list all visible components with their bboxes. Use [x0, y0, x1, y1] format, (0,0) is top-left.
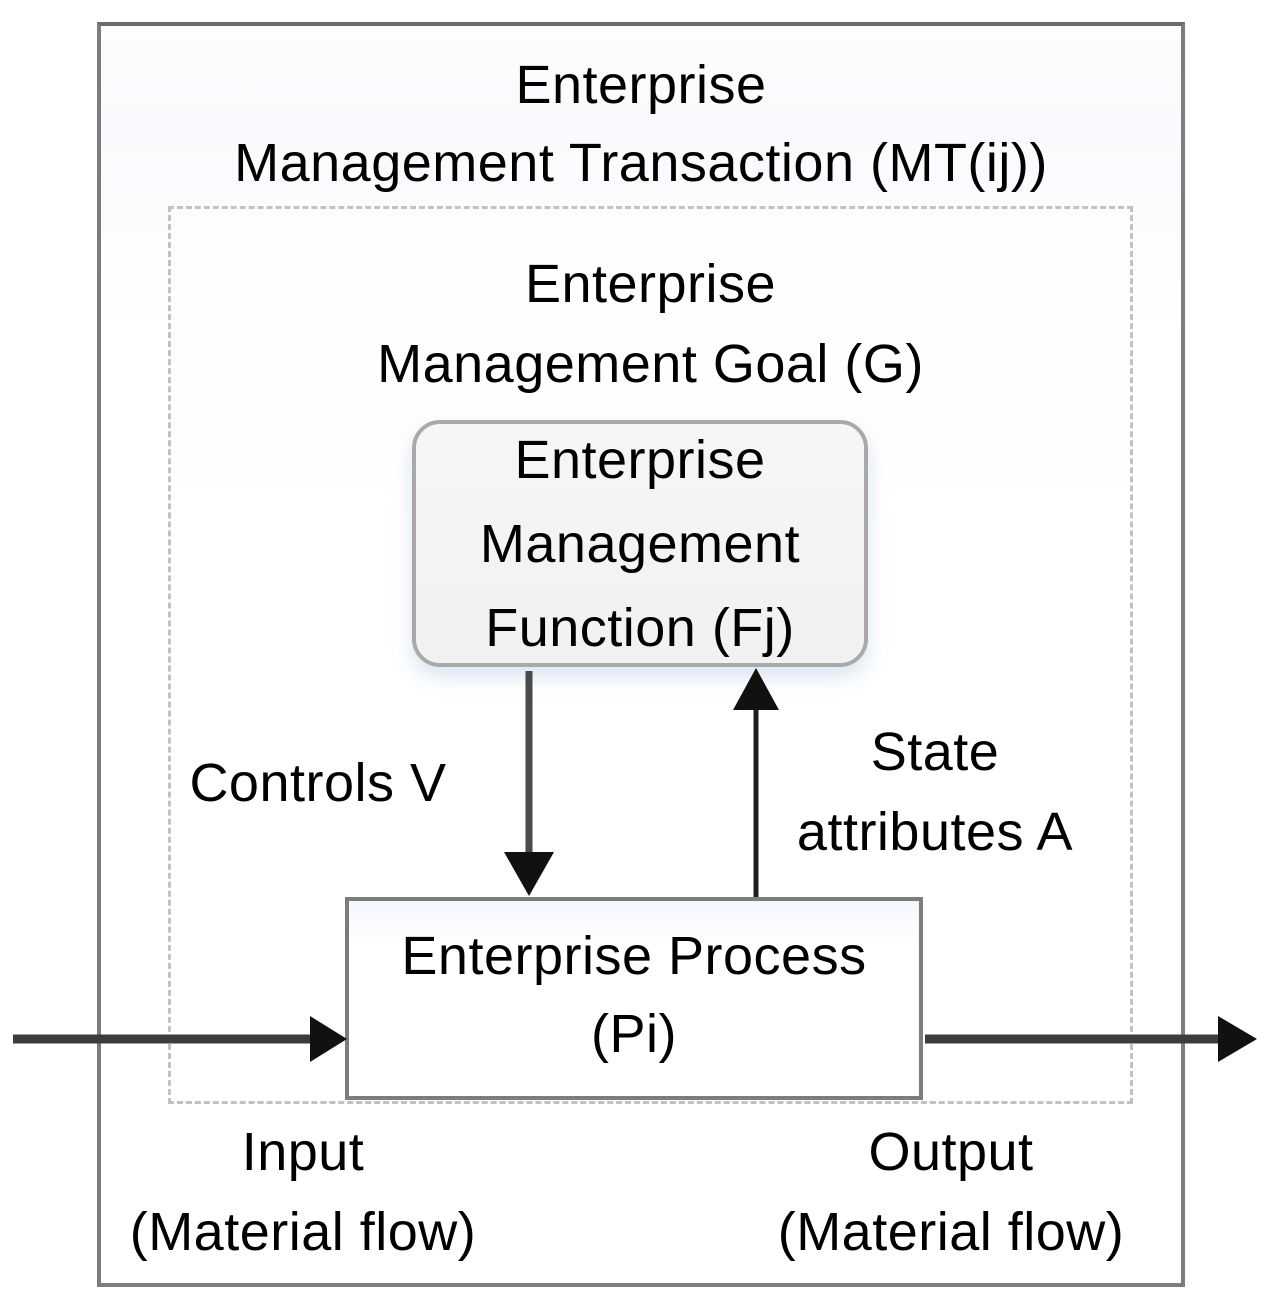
transaction-title-line1: Enterprise	[515, 55, 767, 115]
input-label: Input (Material flow)	[93, 1112, 513, 1272]
state-label-line2: attributes A	[796, 802, 1074, 862]
transaction-title-line2: Management Transaction (MT(ij))	[234, 133, 1048, 193]
input-label-line2: (Material flow)	[129, 1202, 477, 1262]
output-label: Output (Material flow)	[751, 1112, 1151, 1272]
goal-title-line2: Management Goal (G)	[377, 334, 924, 394]
state-label-line1: State	[870, 722, 1000, 782]
management-function-node: Enterprise Management Function (Fj)	[412, 420, 868, 667]
function-label-line2: Management	[479, 513, 801, 574]
enterprise-process-node: Enterprise Process (Pi)	[345, 897, 923, 1100]
process-label-line2: (Pi)	[591, 1004, 677, 1064]
state-attributes-label: State attributes A	[742, 712, 1128, 872]
goal-title-line1: Enterprise	[524, 254, 777, 314]
output-label-line1: Output	[868, 1122, 1034, 1182]
goal-title: Enterprise Management Goal (G)	[200, 244, 1101, 404]
controls-label: Controls V	[189, 753, 447, 813]
function-label-line1: Enterprise	[514, 429, 766, 490]
output-label-line2: (Material flow)	[777, 1202, 1125, 1262]
input-label-line1: Input	[241, 1122, 365, 1182]
process-label-line1: Enterprise Process	[401, 926, 867, 986]
transaction-title: Enterprise Management Transaction (MT(ij…	[120, 46, 1162, 202]
function-label-line3: Function (Fj)	[485, 597, 795, 658]
